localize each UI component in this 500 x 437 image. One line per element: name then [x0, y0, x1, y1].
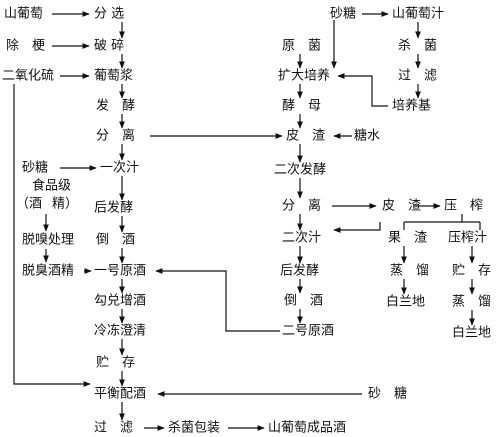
node-grape: 山葡萄 [4, 7, 43, 22]
node-food-grade: 食品级 [32, 178, 71, 194]
node-pomace2: 皮 渣 [382, 199, 421, 214]
node-sugar-water: 糖水 [354, 128, 380, 144]
node-so2: 二氧化硫 [2, 69, 54, 84]
node-rack1: 倒 酒 [96, 233, 135, 248]
node-product: 山葡萄成品酒 [268, 421, 346, 436]
node-crush: 破 碎 [94, 39, 124, 54]
node-balance: 平衡配酒 [94, 387, 146, 402]
node-ferment: 发 酵 [96, 98, 135, 114]
node-filter-final: 过 滤 [94, 421, 133, 436]
node-fruit-residue: 果 渣 [388, 231, 427, 246]
node-separate1: 分 离 [96, 128, 135, 144]
node-brandy2: 白兰地 [452, 325, 491, 341]
node-wine-no2: 二号原酒 [282, 324, 334, 339]
node-brandy1: 白兰地 [386, 294, 425, 310]
node-post-ferment2: 后发酵 [280, 263, 319, 279]
node-yeast: 酵 母 [282, 99, 321, 114]
node-sterilize: 杀 菌 [398, 39, 437, 54]
node-second-juice: 二次汁 [282, 230, 321, 246]
node-press: 压 榨 [444, 198, 483, 214]
node-first-juice: 一次汁 [100, 160, 139, 176]
node-press-juice: 压榨汁 [448, 230, 487, 246]
node-sterile-pack: 杀菌包装 [168, 421, 220, 436]
arrow-press-second-juice [333, 222, 381, 233]
node-distill1: 蒸 馏 [390, 264, 429, 279]
node-pomace: 皮 渣 [286, 129, 325, 144]
node-sort: 分 选 [94, 7, 124, 22]
arrow-wine-no2-wine-no1 [155, 268, 280, 332]
node-post-ferment1: 后发酵 [94, 200, 133, 216]
node-deodorized-alcohol: 脱臭酒精 [22, 264, 74, 279]
node-sugar-top: 砂糖 [330, 6, 356, 22]
node-separate2: 分 离 [282, 198, 321, 214]
node-rack2: 倒 酒 [284, 294, 323, 309]
node-grape-juice: 山葡萄汁 [392, 7, 444, 22]
node-alcohol-right: 精） [52, 197, 78, 212]
arrow-culture-expand [337, 73, 388, 107]
node-store1: 贮 存 [96, 356, 135, 371]
node-deodorize: 脱嗅处理 [22, 233, 74, 248]
node-store2: 贮 存 [452, 264, 491, 279]
press-split-bracket [403, 214, 481, 230]
node-expand: 扩大培养 [278, 68, 330, 84]
arrow-so2-balance [13, 84, 91, 387]
node-distill2: 蒸 馏 [452, 295, 491, 310]
node-alcohol-left: （酒 [16, 197, 42, 212]
node-filter-mid: 过 滤 [398, 69, 437, 84]
node-blend-fortify: 勾兑增酒 [94, 294, 146, 309]
node-second-ferment: 二次发酵 [274, 162, 326, 178]
node-sugar1: 砂糖 [22, 160, 48, 176]
node-culture-medium: 培养基 [392, 98, 431, 114]
node-sugar-bottom: 砂 糖 [368, 386, 407, 402]
node-destem: 除 梗 [6, 39, 45, 54]
node-freeze-clarify: 冷冻澄清 [94, 323, 146, 339]
node-wine-no1: 一号原酒 [94, 264, 146, 279]
node-must: 葡萄浆 [94, 69, 133, 84]
node-strain: 原 菌 [282, 39, 321, 54]
